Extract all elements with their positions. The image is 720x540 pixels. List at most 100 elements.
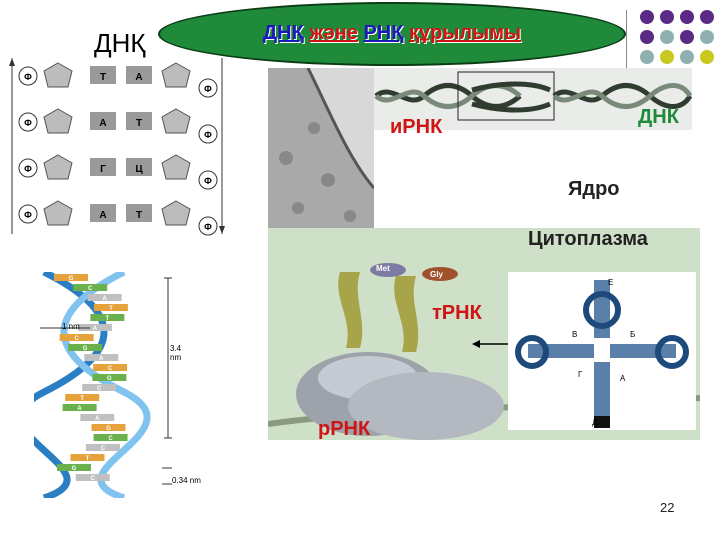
dnk-photo-label: ДНК (638, 106, 679, 128)
phosphate-left (18, 66, 38, 86)
title-word-rnk: РНҚ (363, 22, 404, 44)
gly-label: Gly (430, 270, 443, 279)
sugar-right (161, 62, 191, 88)
helix-base-label: C (88, 286, 93, 292)
dnk-heading: ДНҚ (94, 28, 146, 58)
sugar-right (161, 154, 191, 180)
trna-cloverleaf: Е В Б Г А Д (508, 272, 696, 430)
phosphate-right-label: Ф (204, 222, 212, 232)
sugar-left (43, 200, 73, 226)
trna-label: тРНК (432, 302, 482, 324)
arrow-icon (472, 340, 510, 348)
phosphate-left (18, 158, 38, 178)
divider-line (626, 10, 627, 68)
helix-base-label: A (99, 356, 104, 362)
phosphate-left (18, 112, 38, 132)
phosphate-right (198, 216, 218, 236)
dot-purple (700, 10, 714, 24)
dot-purple (680, 30, 694, 44)
phosphate-left-label: Ф (24, 210, 32, 220)
helix-base-bar (68, 344, 103, 351)
dot-purple (640, 30, 654, 44)
title-banner: ДНҚ және РНҚ құрылымы (158, 2, 626, 66)
phosphate-left-label: Ф (24, 72, 32, 82)
title-word-dnk: ДНҚ (262, 22, 304, 44)
trna-letter-mid-left: Г (578, 370, 583, 379)
base-left (90, 112, 116, 130)
title-word-structure: құрылымы (409, 22, 522, 44)
base-left-label: А (99, 210, 106, 221)
helix-base-label: T (86, 456, 90, 462)
dot-teal (640, 50, 654, 64)
helix-base-label: A (93, 326, 98, 332)
dot-yellow (660, 50, 674, 64)
helix-base-bar (93, 434, 128, 441)
base-left (90, 204, 116, 222)
mrna-label: иРНК (390, 116, 443, 138)
sugar-left (43, 108, 73, 134)
dna-photo (372, 68, 692, 130)
base-right (126, 112, 152, 130)
base-right-label: Т (136, 210, 142, 221)
helix-pitch-label: 3.4 nm (170, 344, 182, 362)
dot-purple (660, 10, 674, 24)
dot-yellow (700, 50, 714, 64)
helix-step-label: 0.34 nm (172, 476, 201, 485)
base-right (126, 204, 152, 222)
helix-base-label: C (97, 386, 102, 392)
helix-base-label: G (72, 466, 77, 472)
helix-base-bar (65, 394, 100, 401)
helix-base-bar (73, 284, 108, 291)
helix-base-bar (54, 274, 88, 281)
helix-base-bar (62, 404, 97, 411)
dot-teal (660, 30, 674, 44)
base-left-label: А (99, 118, 106, 129)
helix-base-label: T (80, 396, 84, 402)
helix-base-label: T (109, 306, 113, 312)
sugar-left (43, 62, 73, 88)
phosphate-left-label: Ф (24, 118, 32, 128)
trna-letter-right: Б (630, 330, 636, 339)
helix-base-bar (77, 324, 112, 331)
sugar-right (161, 108, 191, 134)
nucleus-label: Ядро (568, 178, 620, 200)
title-word-and: және (309, 22, 358, 44)
helix-base-bar (84, 354, 119, 361)
base-left (90, 66, 116, 84)
trna-letter-top: Е (608, 278, 614, 287)
helix-width-label: 1 nm (62, 322, 80, 331)
helix-base-label: A (95, 416, 100, 422)
helix-base-label: G (83, 346, 88, 352)
trna-letter-mid-right: А (620, 374, 626, 383)
sugar-right (161, 200, 191, 226)
phosphate-right-label: Ф (204, 176, 212, 186)
phosphate-right-label: Ф (204, 84, 212, 94)
helix-base-bar (87, 294, 122, 301)
phosphate-right (198, 78, 218, 98)
base-right (126, 158, 152, 176)
helix-base-label: C (101, 446, 106, 452)
helix-base-label: G (106, 426, 111, 432)
page-number: 22 (660, 500, 675, 515)
helix-base-bar (57, 464, 92, 471)
met-label: Met (376, 264, 390, 273)
helix-base-label: C (74, 336, 79, 342)
helix-base-label: C (108, 366, 113, 372)
rrna-label: рРНК (318, 418, 371, 440)
trna-letter-bottom: Д (592, 418, 598, 427)
helix-base-label: A (77, 406, 82, 412)
helix-base-label: T (106, 316, 110, 322)
base-left-label: Т (100, 72, 106, 83)
base-left (90, 158, 116, 176)
helix-base-bar (85, 444, 120, 451)
helix-base-bar (80, 414, 115, 421)
helix-base-bar (93, 364, 128, 371)
trna-letter-left: В (572, 330, 578, 339)
dot-purple (680, 10, 694, 24)
dot-teal (700, 30, 714, 44)
helix-base-label: G (107, 376, 112, 382)
helix-base-bar (59, 334, 94, 341)
phosphate-right (198, 170, 218, 190)
